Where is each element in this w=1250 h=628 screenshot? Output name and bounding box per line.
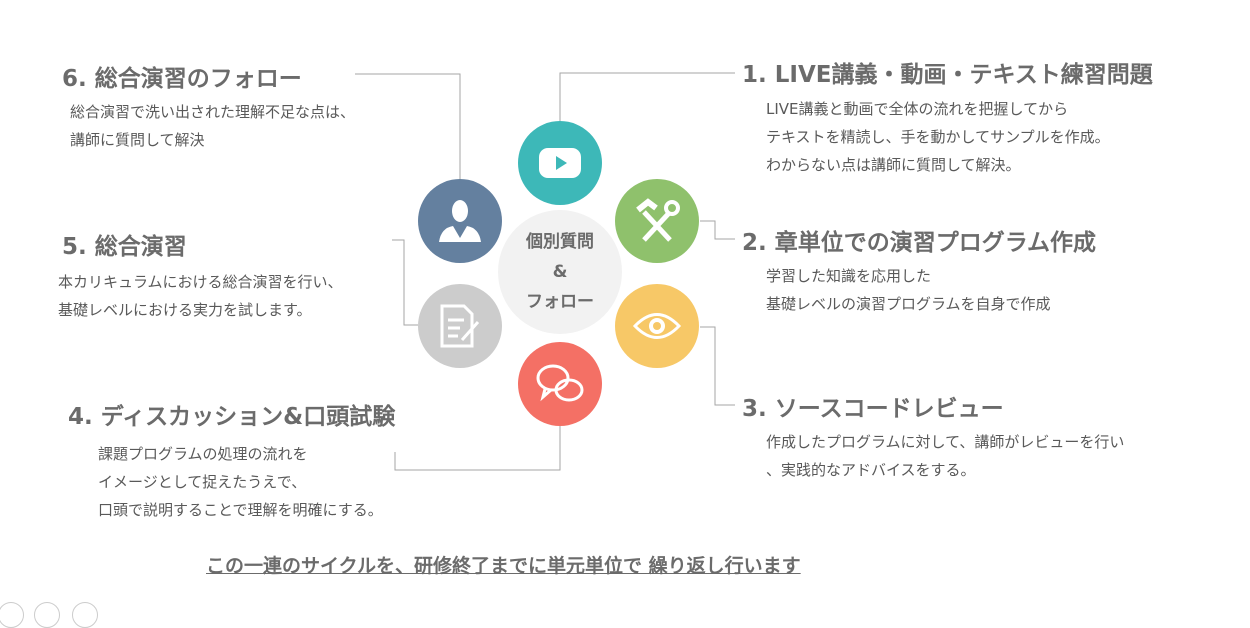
- step-6-desc: 総合演習で洗い出された理解不足な点は、講師に質問して解決: [70, 103, 356, 149]
- step-1-desc: LIVE講義と動画で全体の流れを把握してからテキストを精読し、手を動かしてサンプ…: [766, 100, 1110, 174]
- step-1-title: 1. LIVE講義・動画・テキスト練習問題: [742, 62, 1153, 88]
- step-5-title: 5. 総合演習: [62, 234, 187, 260]
- video-play-icon: [518, 121, 602, 205]
- step-2-desc: 学習した知識を応用した基礎レベルの演習プログラムを自身で作成: [766, 267, 1051, 313]
- footer-note: この一連のサイクルを、研修終了までに単元単位で 繰り返し行います: [206, 555, 801, 577]
- step-3-title: 3. ソースコードレビュー: [742, 396, 1004, 422]
- center-label: &: [552, 262, 568, 282]
- eye-icon: [615, 284, 699, 368]
- chat-bubbles-icon: [518, 342, 602, 426]
- zoom-button[interactable]: [34, 602, 60, 628]
- hammer-wrench-icon: [615, 179, 699, 263]
- more-options-button[interactable]: [72, 602, 98, 628]
- step-2-title: 2. 章単位での演習プログラム作成: [742, 230, 1097, 256]
- step-4-title: 4. ディスカッション&口頭試験: [68, 404, 396, 430]
- step-3-desc: 作成したプログラムに対して、講師がレビューを行い、実践的なアドバイスをする。: [766, 433, 1125, 479]
- step-5-desc: 本カリキュラムにおける総合演習を行い、基礎レベルにおける実力を試します。: [58, 273, 343, 319]
- center-label: 個別質問: [526, 232, 594, 252]
- step-4-desc: 課題プログラムの処理の流れをイメージとして捉えたうえで、口頭で説明することで理解…: [98, 445, 383, 519]
- center-circle: 個別質問 & フォロー: [498, 210, 622, 334]
- center-label: フォロー: [526, 292, 594, 312]
- step-6-title: 6. 総合演習のフォロー: [62, 66, 302, 92]
- document-pen-icon: [418, 284, 502, 368]
- slide-view-button[interactable]: [0, 602, 24, 628]
- person-icon: [418, 179, 502, 263]
